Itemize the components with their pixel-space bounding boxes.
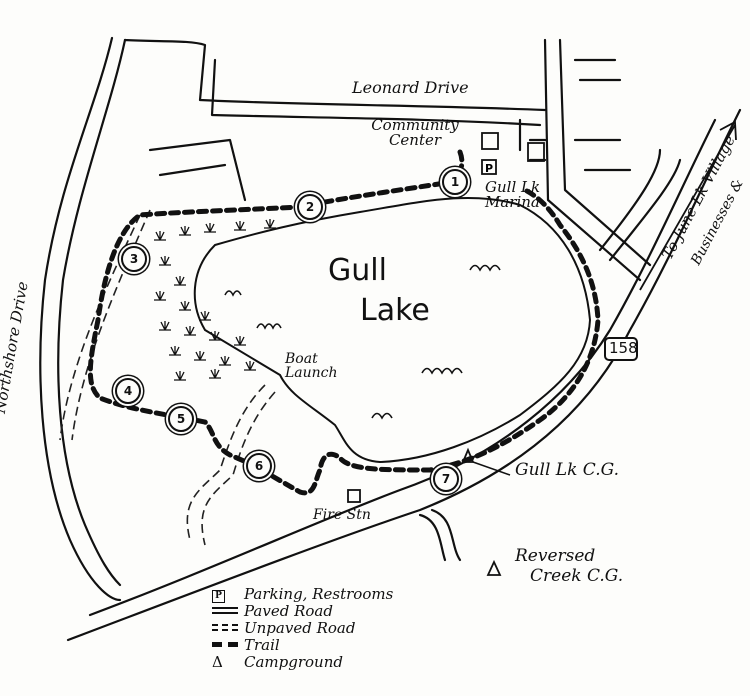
label-reversed-creek-1: Reversed xyxy=(515,546,596,566)
trail xyxy=(87,149,601,496)
town-streets xyxy=(518,38,652,282)
campground-icon: Δ xyxy=(212,652,223,671)
label-fire-station: Fire Stn xyxy=(313,507,371,523)
trail-marker-6: 6 xyxy=(246,453,272,479)
campground-road xyxy=(418,508,462,562)
label-reversed-creek-2: Creek C.G. xyxy=(530,566,624,586)
building xyxy=(527,142,545,162)
trail-symbol xyxy=(212,642,238,647)
trail-marker-4: 4 xyxy=(115,378,141,404)
grass-tuft xyxy=(264,219,276,229)
legend-item-campground: Δ Campground xyxy=(212,652,393,671)
leonard-drive-edge xyxy=(210,58,542,127)
legend-label: Campground xyxy=(244,652,343,671)
grass-tuft xyxy=(234,221,246,231)
legend-label: Paved Road xyxy=(244,601,333,620)
campground-pointer xyxy=(472,461,511,476)
grass-tuft xyxy=(209,331,221,341)
trail-marker-3: 3 xyxy=(121,246,147,272)
legend-item-trail: Trail xyxy=(212,635,393,654)
northshore-drive-edge xyxy=(57,38,127,587)
label-community-center: Community Center xyxy=(371,116,459,149)
grass-tuft xyxy=(194,351,206,361)
unpaved-road xyxy=(59,209,151,441)
legend-item-unpaved-road: Unpaved Road xyxy=(212,618,393,637)
trail-marker-7: 7 xyxy=(433,466,459,492)
grass-tuft xyxy=(159,321,171,331)
parking-icon: P xyxy=(212,584,238,603)
grass-tuft xyxy=(174,371,186,381)
marsh-grass-icon xyxy=(154,219,276,381)
label-lake-1: Gull xyxy=(328,253,387,288)
map-legend: P Parking, Restrooms Paved Road Unpaved … xyxy=(212,584,394,671)
campground-icon xyxy=(486,559,502,576)
paved-road-symbol xyxy=(212,607,238,614)
label-leonard-drive: Leonard Drive xyxy=(352,78,469,97)
grass-tuft xyxy=(169,346,181,356)
label-boat-launch: Boat Launch xyxy=(285,351,338,381)
grass-tuft xyxy=(209,369,221,379)
label-marina: Gull Lk Marina xyxy=(485,178,541,211)
highway-158 xyxy=(66,108,742,642)
campground-icon xyxy=(461,447,475,463)
parking-icon xyxy=(481,159,497,175)
grass-tuft xyxy=(199,311,211,321)
trail-marker-5: 5 xyxy=(168,406,194,432)
legend-item-parking: P Parking, Restrooms xyxy=(212,584,394,603)
label-gull-lk-cg: Gull Lk C.G. xyxy=(515,460,619,480)
grass-tuft xyxy=(244,361,256,371)
grass-tuft xyxy=(204,223,216,233)
legend-label: Trail xyxy=(244,635,280,654)
label-highway-158: 158 xyxy=(609,339,638,357)
side-street xyxy=(148,138,247,202)
legend-item-paved-road: Paved Road xyxy=(212,601,393,620)
grass-tuft xyxy=(154,291,166,301)
parking-symbol: P xyxy=(485,162,493,175)
grass-tuft xyxy=(219,356,231,366)
grass-tuft xyxy=(179,226,191,236)
road-to-village xyxy=(598,148,682,262)
unpaved-road-symbol xyxy=(212,624,238,631)
highway-shield xyxy=(604,337,638,361)
grass-tuft xyxy=(174,276,186,286)
leonard-drive xyxy=(123,38,547,112)
community-center-building xyxy=(481,132,499,150)
fire-station-building xyxy=(347,489,361,503)
unpaved-road-boat-launch xyxy=(186,384,276,546)
grass-tuft xyxy=(154,231,166,241)
lake-shoreline xyxy=(193,196,592,464)
highway-158-edge xyxy=(88,118,717,617)
legend-label: Unpaved Road xyxy=(244,618,356,637)
northshore-drive xyxy=(39,36,122,602)
trail-marker-2: 2 xyxy=(297,194,323,220)
legend-label: Parking, Restrooms xyxy=(244,584,394,603)
trail-marker-1: 1 xyxy=(442,169,468,195)
grass-tuft xyxy=(234,336,246,346)
water-marks xyxy=(224,264,501,420)
grass-tuft xyxy=(184,326,196,336)
grass-tuft xyxy=(159,256,171,266)
grass-tuft xyxy=(179,301,191,311)
direction-arrow-icon xyxy=(639,120,737,291)
label-lake-2: Lake xyxy=(360,293,430,328)
